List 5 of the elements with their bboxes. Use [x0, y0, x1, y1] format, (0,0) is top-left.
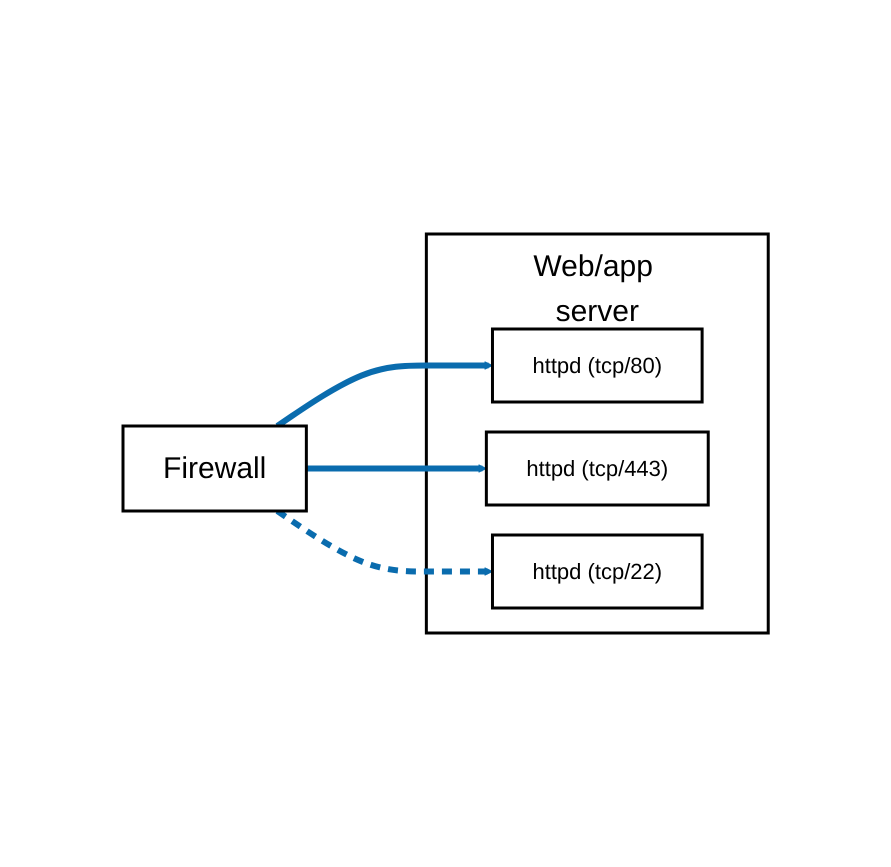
node-box: httpd (tcp/80): [490, 328, 704, 404]
node-box: httpd (tcp/22): [490, 534, 704, 610]
arrow: [306, 464, 487, 473]
node-box: Firewall: [121, 424, 308, 512]
node-box: httpd (tcp/443): [484, 430, 710, 506]
